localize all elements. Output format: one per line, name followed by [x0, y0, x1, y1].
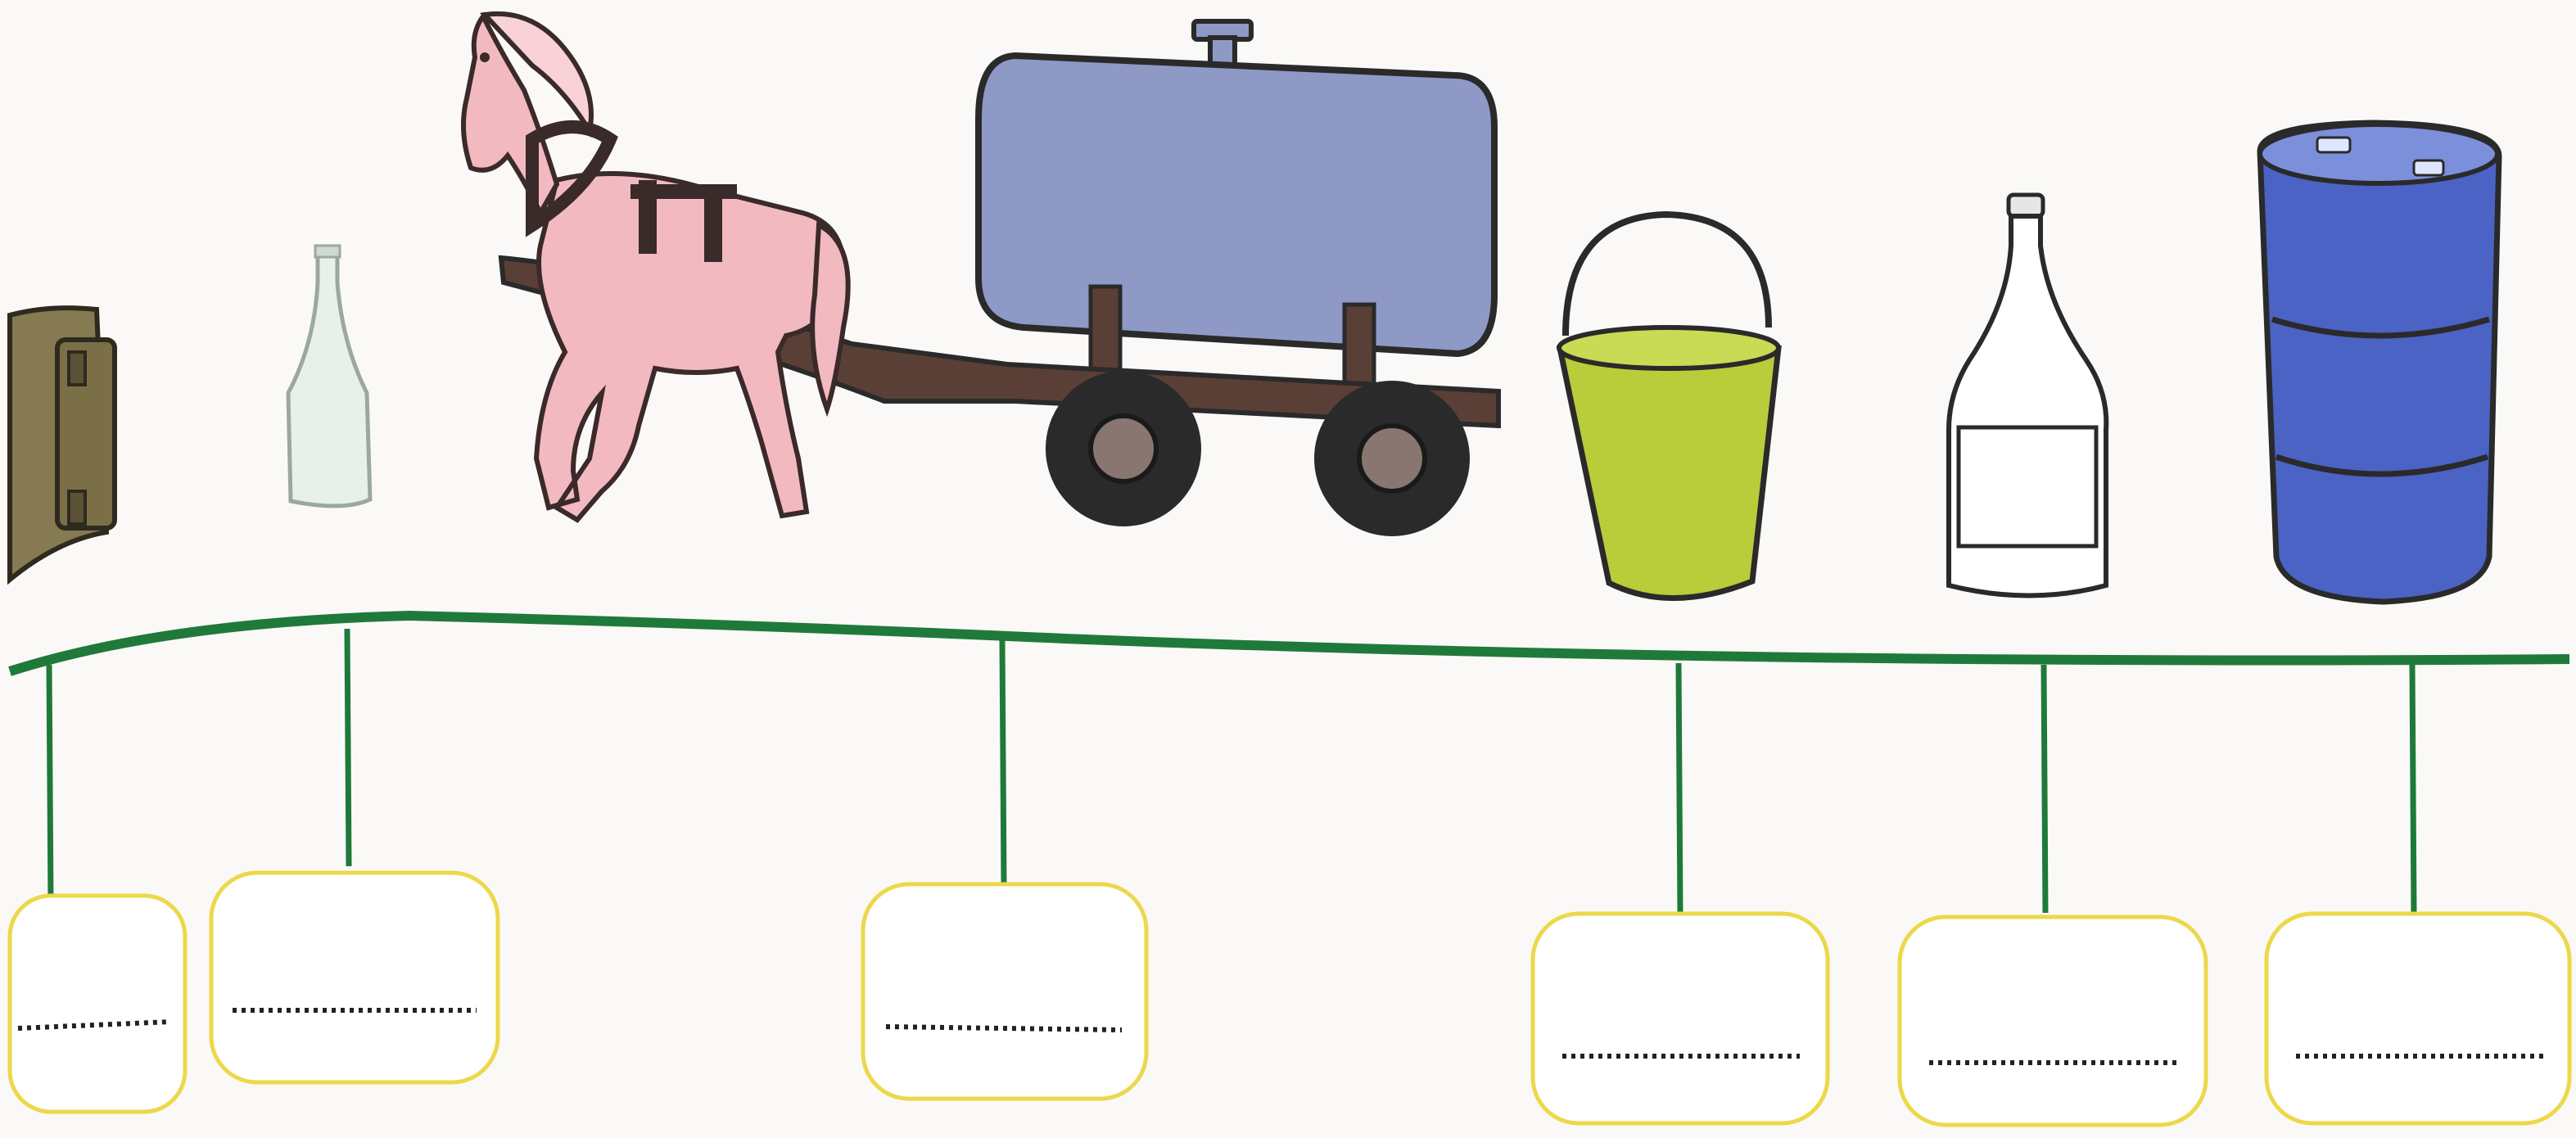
answer-box-5[interactable] [1896, 914, 2211, 1131]
answer-box-3[interactable] [860, 881, 1151, 1107]
blue-barrel-icon [2260, 123, 2499, 602]
large-bottle-icon [1949, 195, 2106, 596]
connector-lines [10, 616, 2569, 913]
answer-box-1[interactable] [7, 889, 192, 1127]
horse-water-cart-icon [463, 14, 1498, 536]
bucket-icon [1559, 215, 1778, 598]
metal-can-icon [10, 308, 115, 580]
answer-box-6[interactable] [2263, 910, 2574, 1131]
answer-box-4[interactable] [1530, 910, 1833, 1130]
answer-box-2[interactable] [208, 869, 503, 1091]
small-glass-bottle-icon [288, 246, 370, 506]
